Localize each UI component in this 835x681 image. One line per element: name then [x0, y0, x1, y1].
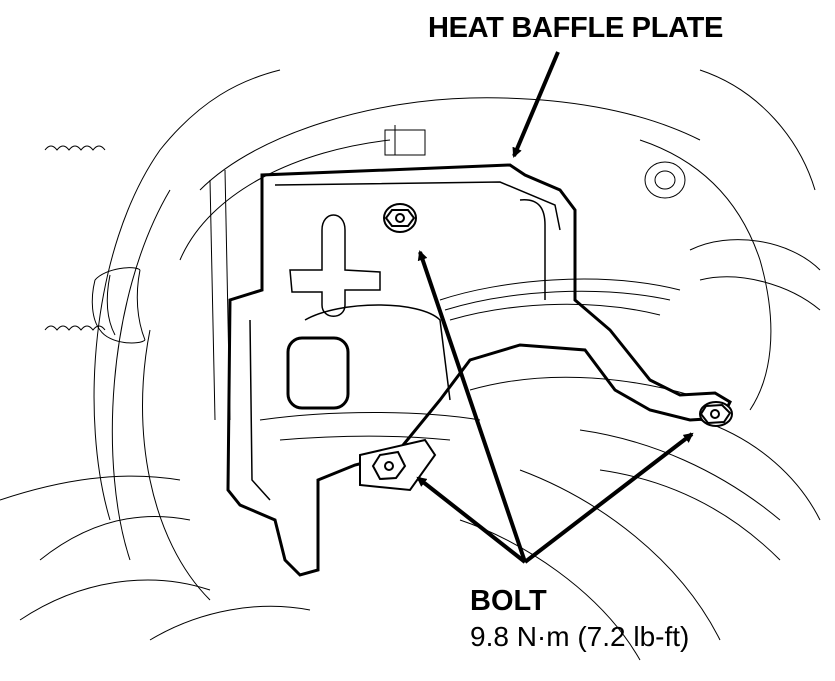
heat-baffle-plate-label: HEAT BAFFLE PLATE: [428, 12, 724, 44]
bolt-middle-icon: [359, 438, 437, 492]
arrow-to-bolt-right: [523, 432, 694, 564]
heat-baffle-plate: [226, 163, 732, 577]
arrow-to-heat-baffle-plate: [512, 51, 560, 158]
torque-spec-label: 9.8 N·m (7.2 lb-ft): [470, 621, 690, 652]
bolt-right-icon: [699, 401, 733, 427]
background-engine-parts: [0, 69, 821, 661]
bolt-top-icon: [383, 203, 417, 233]
bolt-label: BOLT: [470, 585, 547, 617]
arrow-to-bolt-middle: [416, 476, 527, 564]
arrow-to-bolt-top: [417, 250, 527, 563]
leader-arrows: [416, 51, 694, 564]
